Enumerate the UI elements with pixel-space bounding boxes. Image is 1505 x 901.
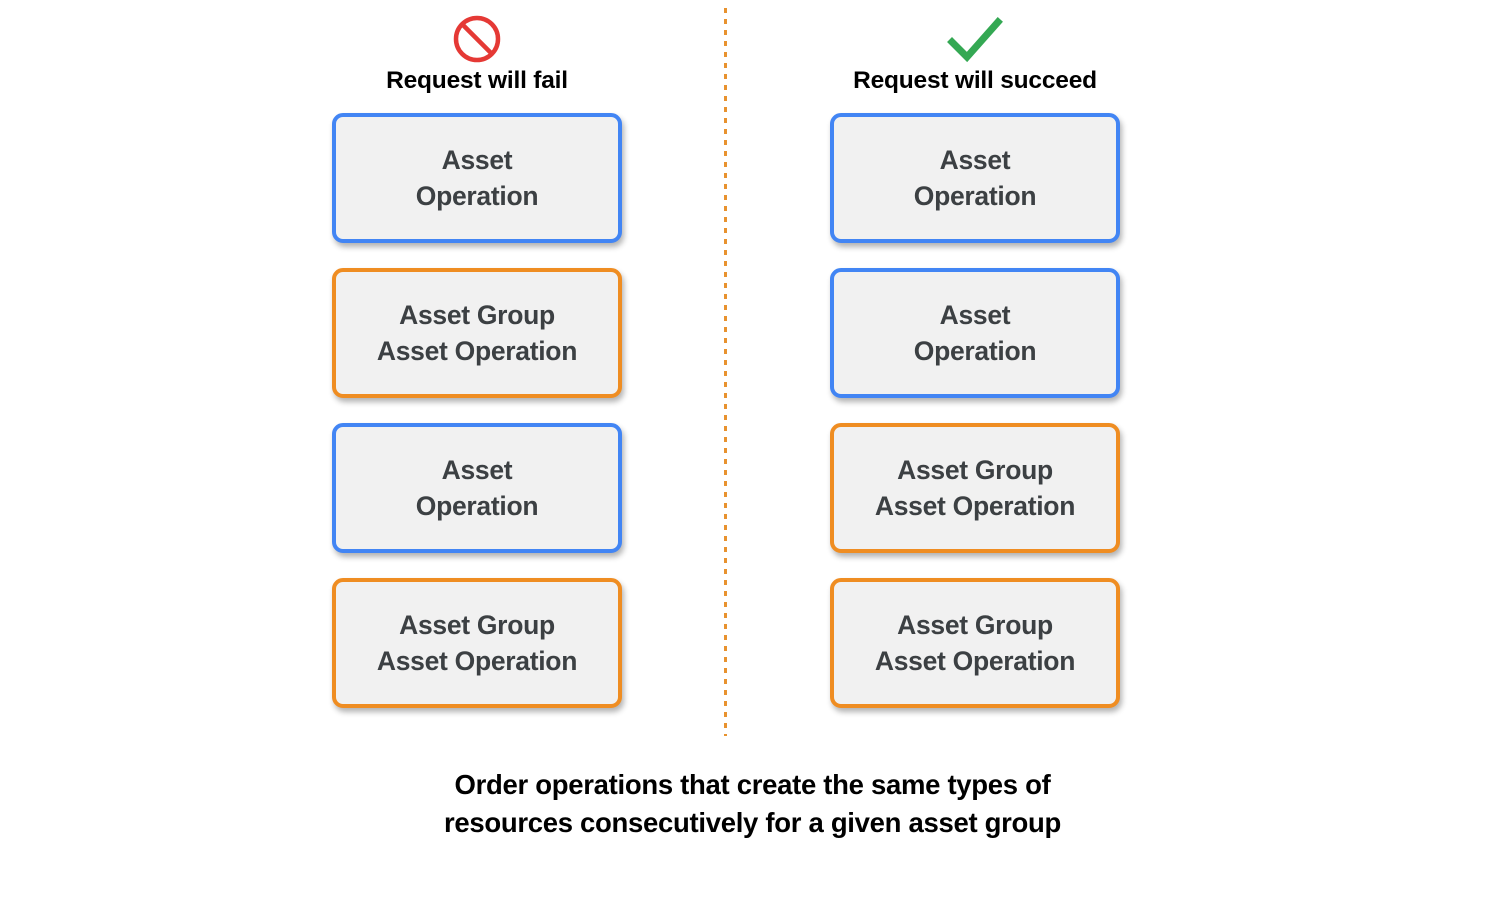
- card-label: Asset Group Asset Operation: [376, 300, 578, 366]
- card-label: Asset Operation: [415, 145, 539, 211]
- column-fail-card-stack: Asset Operation Asset Group Asset Operat…: [332, 113, 622, 733]
- card-label: Asset Operation: [415, 455, 539, 521]
- column-succeed-card-stack: Asset Operation Asset Operation Asset Gr…: [830, 113, 1120, 733]
- card-asset-group-asset-operation: Asset Group Asset Operation: [830, 578, 1120, 708]
- diagram-caption: Order operations that create the same ty…: [443, 769, 1062, 838]
- card-label: Asset Group Asset Operation: [874, 610, 1076, 676]
- card-label: Asset Group Asset Operation: [874, 455, 1076, 521]
- card-label: Asset Operation: [913, 145, 1037, 211]
- checkmark-icon: [825, 10, 1125, 68]
- card-asset-group-asset-operation: Asset Group Asset Operation: [332, 578, 622, 708]
- card-label: Asset Operation: [913, 300, 1037, 366]
- card-asset-operation: Asset Operation: [332, 423, 622, 553]
- column-fail-label: Request will fail: [386, 67, 568, 94]
- prohibition-icon: [327, 10, 627, 68]
- card-asset-operation: Asset Operation: [830, 268, 1120, 398]
- column-succeed-header: Request will succeed: [825, 10, 1125, 94]
- card-asset-operation: Asset Operation: [830, 113, 1120, 243]
- column-divider: [724, 8, 727, 736]
- card-label: Asset Group Asset Operation: [376, 610, 578, 676]
- card-asset-group-asset-operation: Asset Group Asset Operation: [830, 423, 1120, 553]
- column-succeed-label: Request will succeed: [853, 67, 1097, 94]
- card-asset-group-asset-operation: Asset Group Asset Operation: [332, 268, 622, 398]
- column-fail-header: Request will fail: [327, 10, 627, 94]
- card-asset-operation: Asset Operation: [332, 113, 622, 243]
